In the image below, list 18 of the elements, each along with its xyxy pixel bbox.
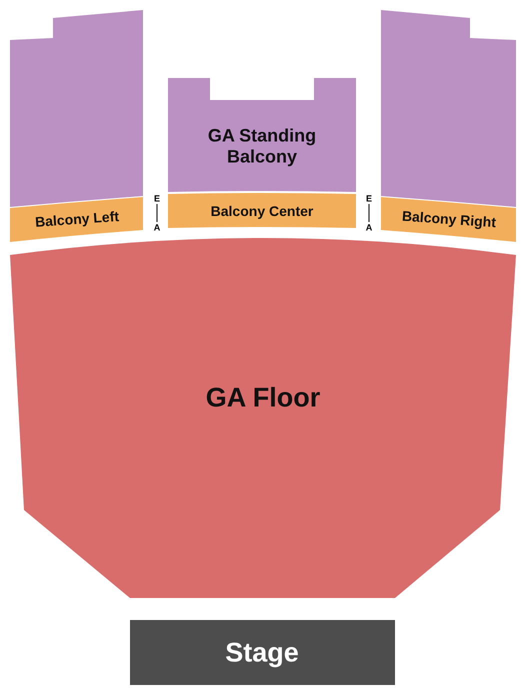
seating-section [10, 238, 516, 598]
seating-section [168, 193, 356, 229]
aisle-letter: E [154, 194, 160, 204]
seating-section [381, 10, 516, 207]
aisle-letter: E [366, 194, 372, 204]
seating-section [10, 196, 143, 242]
section-label: GA Floor [206, 382, 320, 414]
seating-section [168, 78, 356, 192]
section-label: Stage [225, 637, 299, 669]
aisle-letter: A [366, 224, 372, 232]
seating-section [10, 10, 143, 207]
stage-block [130, 620, 395, 685]
aisle-letter: A [154, 224, 160, 232]
section-label: GA Standing Balcony [206, 125, 318, 167]
section-label: Balcony Left [34, 208, 120, 230]
section-label: Balcony Right [402, 208, 496, 230]
seating-section [381, 196, 516, 242]
section-label: Balcony Center [210, 202, 314, 220]
